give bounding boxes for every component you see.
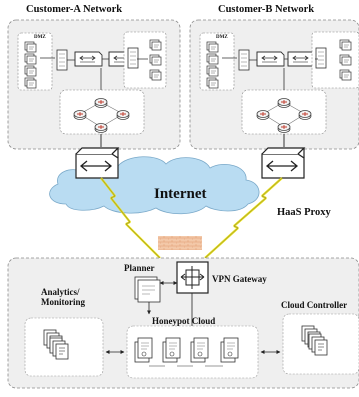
haas-proxy-label: HaaS Proxy [277,207,331,218]
firewall-icon [56,49,68,71]
honeypot-vm-icon [162,337,181,363]
switch-icon [287,51,316,67]
dmz-label: DMZ [216,35,228,40]
customer-b-title: Customer-B Network [218,4,315,15]
planner-server-icon [134,276,161,303]
honeypot-vm-icon [190,337,209,363]
router-icon [277,123,291,133]
cloud-controller-label: Cloud Controller [281,300,348,310]
haas-proxy-icon [261,147,305,179]
router-icon [94,123,108,133]
server-icon [49,337,69,360]
firewall-icon [127,47,139,69]
haas-proxy-icon [75,147,119,179]
customer-a-router-group [59,89,145,135]
server-icon [308,333,328,356]
router-icon [298,110,312,120]
firewall-icon [315,47,327,69]
vpn-gateway-label: VPN Gateway [212,274,267,284]
switch-icon [256,51,285,67]
honeypot-vm-icon [220,337,239,363]
analytics-monitoring-label: Analytics/ Monitoring [41,287,85,308]
customer-a-title: Customer-A Network [26,4,123,15]
firewall-icon [238,49,250,71]
internet-label: Internet [154,186,207,202]
switch-icon [74,51,103,67]
vpn-gateway-icon [176,261,209,294]
honeypot-vm-icon [134,337,153,363]
router-icon [256,110,270,120]
router-icon [116,110,130,120]
firewall-icon [158,236,202,250]
honeypot-cloud-label: Honeypot Cloud [152,316,216,326]
planner-label: Planner [124,263,155,273]
router-icon [277,98,291,108]
router-icon [94,98,108,108]
dmz-label: DMZ [34,35,46,40]
router-icon [73,110,87,120]
